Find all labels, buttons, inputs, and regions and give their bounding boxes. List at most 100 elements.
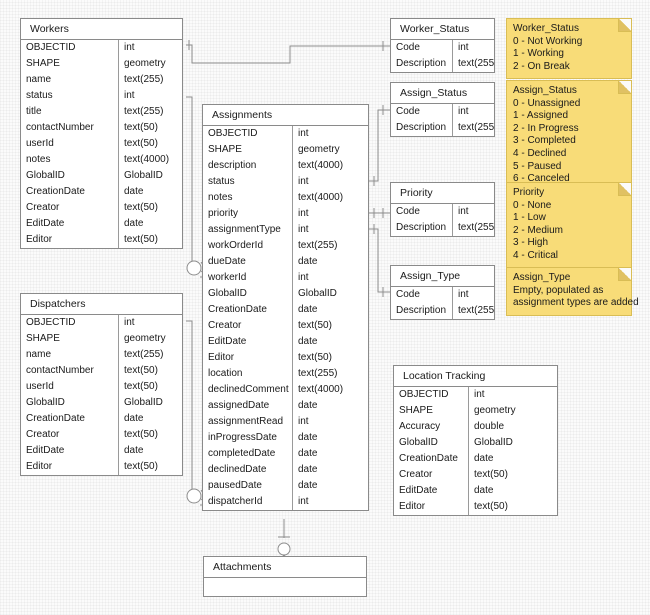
table-row: contactNumber text(50) [21,120,182,136]
field-type: int [458,106,469,117]
note-assign-status[interactable]: Assign_Status 0 - Unassigned 1 - Assigne… [506,80,632,192]
field-name: Editor [21,232,119,248]
field-type: date [474,485,494,496]
field-name: userId [21,379,119,395]
field-name: notes [21,152,119,168]
field-type: text(50) [124,461,158,472]
table-row: EditDate date [21,216,182,232]
note-line: assignment types are added [513,297,639,309]
entity-title-dispatchers: Dispatchers [21,294,182,315]
table-row: Editor text(50) [21,459,182,475]
note-line: Empty, populated as [513,284,604,296]
field-name: workOrderId [203,238,293,254]
field-name: contactNumber [21,120,119,136]
field-name: GlobalID [21,168,119,184]
field-name: EditDate [21,216,119,232]
field-type: int [124,42,135,53]
field-type: int [298,128,309,139]
table-row: Description text(255) [391,220,494,236]
entity-title-assignments: Assignments [203,105,368,126]
field-type: date [298,400,318,411]
field-name: Description [391,220,453,236]
entity-attachments[interactable]: Attachments [203,556,367,597]
note-priority[interactable]: Priority 0 - None 1 - Low 2 - Medium 3 -… [506,182,632,269]
field-name: SHAPE [203,142,293,158]
note-line: 1 - Assigned [513,110,569,122]
field-name: assignedDate [203,398,293,414]
field-type: date [124,413,144,424]
field-type: text(50) [124,122,158,133]
note-line: 6 - Canceled [513,173,570,185]
note-fold-corner [618,183,631,196]
entity-title-worker-status: Worker_Status [391,19,494,40]
field-name: OBJECTID [203,126,293,142]
field-type: int [298,272,309,283]
field-type: text(4000) [298,384,344,395]
field-type: text(50) [298,352,332,363]
field-name: Description [391,56,453,72]
field-name: workerId [203,270,293,286]
field-name: CreationDate [394,451,469,467]
field-type: date [298,464,318,475]
field-type: date [298,432,318,443]
note-line: 4 - Critical [513,249,559,261]
field-type: date [298,256,318,267]
table-row: OBJECTID int [203,126,368,142]
field-name: description [203,158,293,174]
field-type: text(255) [458,305,494,316]
field-type: int [458,289,469,300]
field-type: date [298,448,318,459]
field-name: inProgressDate [203,430,293,446]
field-name: dispatcherId [203,494,293,510]
field-name: EditDate [21,443,119,459]
entity-title-assign-type: Assign_Type [391,266,494,287]
field-name: status [21,88,119,104]
field-type: date [124,218,144,229]
note-assign-type[interactable]: Assign_Type Empty, populated as assignme… [506,267,639,316]
field-name: Description [391,303,453,319]
field-name: Code [391,287,453,303]
note-worker-status[interactable]: Worker_Status 0 - Not Working 1 - Workin… [506,18,632,80]
field-name: CreationDate [21,184,119,200]
field-name: name [21,72,119,88]
note-line: Worker_Status [513,23,579,34]
field-name: Creator [203,318,293,334]
field-name: Editor [21,459,119,475]
field-name: GlobalID [21,395,119,411]
field-name: Editor [203,350,293,366]
field-type: text(50) [124,381,158,392]
field-type: text(255) [458,222,494,233]
link-assignments-assign-status [369,109,390,182]
note-line: 1 - Low [513,212,546,224]
table-row: userId text(50) [21,379,182,395]
field-type: date [298,480,318,491]
field-type: int [124,317,135,328]
note-line: 0 - Not Working [513,35,583,47]
field-type: text(4000) [298,192,344,203]
field-type: int [298,416,309,427]
note-line: 1 - Working [513,48,564,60]
